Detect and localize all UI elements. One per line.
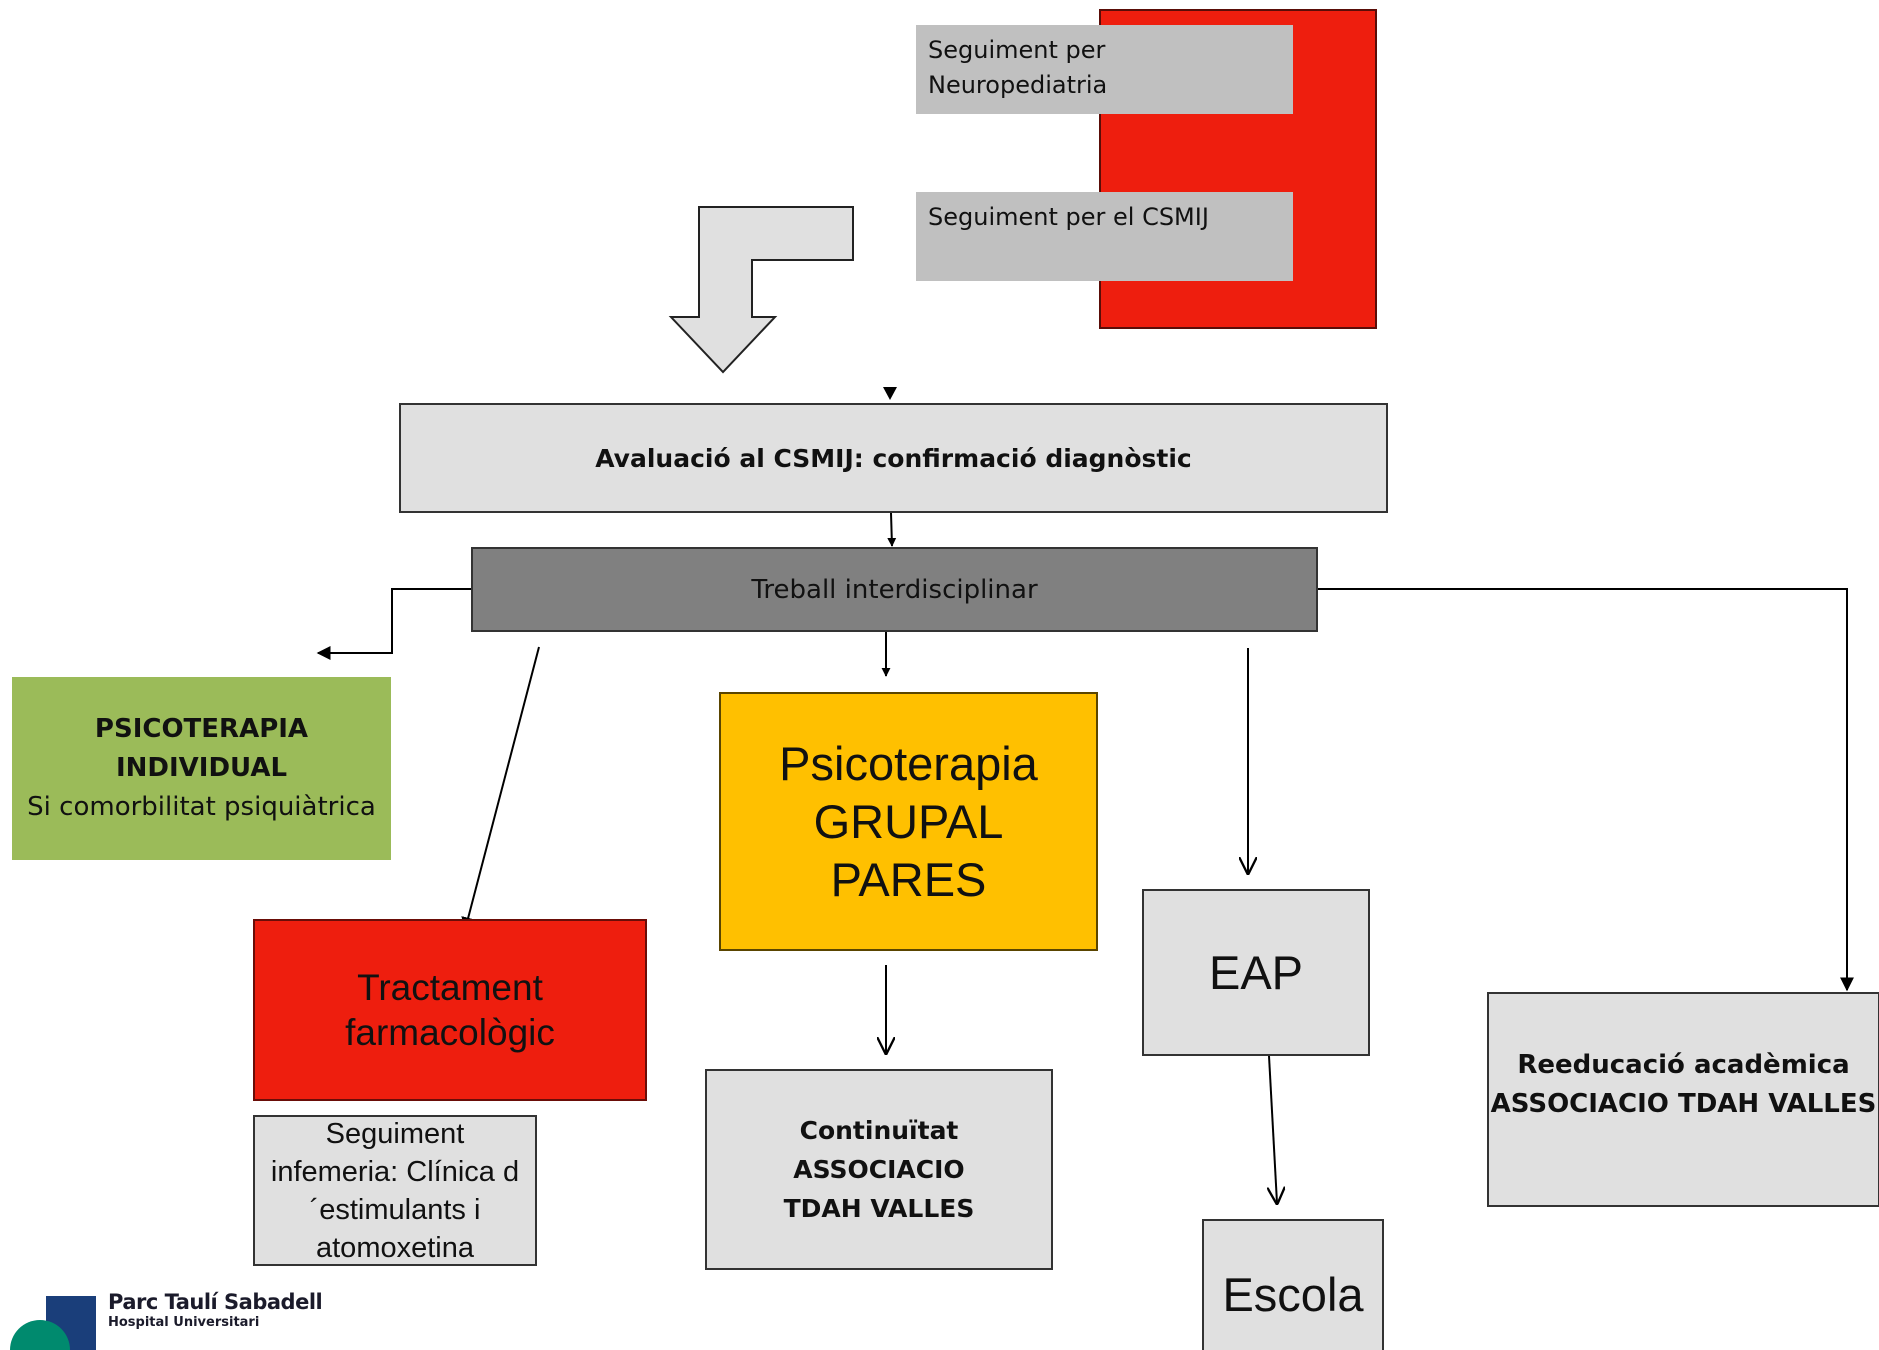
logo-text: Parc Taulí Sabadell Hospital Universitar… — [108, 1290, 323, 1330]
arrow-to-pharma — [461, 646, 540, 932]
pharma-line1: Tractament — [357, 967, 543, 1008]
school-box: Escola — [1202, 1219, 1384, 1350]
pharma-line2: farmacològic — [345, 1012, 555, 1053]
parc-tauli-logo — [10, 1296, 96, 1350]
group-line1: Psicoterapia — [779, 736, 1038, 790]
arrow-to-evaluation — [883, 387, 897, 400]
followup-csmij-box: Seguiment per el CSMIJ — [916, 192, 1293, 281]
arrow-to-individual — [316, 588, 471, 660]
arrow-eap-to-school — [1269, 1055, 1277, 1203]
interdisciplinary-box: Treball interdisciplinar — [471, 547, 1318, 632]
continuity-line3: TDAH VALLES — [783, 1194, 975, 1223]
group-line3: PARES — [830, 852, 987, 906]
logo-teal-circle — [10, 1320, 70, 1350]
followup-csmij-label: Seguiment per el CSMIJ — [928, 203, 1209, 231]
followup-neuro-label: Seguiment per Neuropediatria — [928, 36, 1108, 99]
group-psychotherapy-box: Psicoterapia GRUPAL PARES — [719, 692, 1098, 951]
followup-neuro-box: Seguiment per Neuropediatria — [916, 25, 1293, 114]
eap-label: EAP — [1208, 946, 1304, 999]
academic-line2: ASSOCIACIO TDAH VALLES — [1490, 1088, 1877, 1119]
evaluation-label: Avaluació al CSMIJ: confirmació diagnòst… — [595, 443, 1192, 473]
interdisciplinary-label: Treball interdisciplinar — [751, 574, 1038, 605]
individual-line3: Si comorbilitat psiquiàtrica — [27, 792, 376, 822]
individual-line1: PSICOTERAPIA — [94, 714, 309, 744]
logo-name: Parc Taulí Sabadell — [108, 1290, 323, 1314]
school-label: Escola — [1222, 1268, 1364, 1321]
nursing-followup-box: Seguiment infemeria: Clínica d´estimulan… — [253, 1115, 537, 1266]
academic-reeducation-box: Reeducació acadèmica ASSOCIACIO TDAH VAL… — [1487, 992, 1879, 1207]
continuity-line1: Continuïtat — [799, 1116, 959, 1145]
logo-subtitle: Hospital Universitari — [108, 1315, 260, 1330]
arrow-eval-to-treball — [887, 512, 897, 547]
continuity-line2: ASSOCIACIO — [793, 1155, 965, 1184]
individual-line2: INDIVIDUAL — [115, 753, 288, 783]
evaluation-box: Avaluació al CSMIJ: confirmació diagnòst… — [399, 403, 1388, 513]
arrow-to-academic — [1318, 588, 1854, 992]
academic-line1: Reeducació acadèmica — [1517, 1049, 1850, 1080]
individual-psychotherapy-box: PSICOTERAPIA INDIVIDUAL Si comorbilitat … — [12, 677, 391, 860]
eap-box: EAP — [1142, 889, 1370, 1056]
continuity-box: Continuïtat ASSOCIACIO TDAH VALLES — [705, 1069, 1053, 1270]
pharma-treatment-box: Tractament farmacològic — [253, 919, 647, 1101]
group-line2: GRUPAL — [813, 794, 1004, 848]
nursing-label: Seguiment infemeria: Clínica d´estimulan… — [270, 1117, 520, 1264]
bent-block-arrow — [668, 206, 854, 374]
